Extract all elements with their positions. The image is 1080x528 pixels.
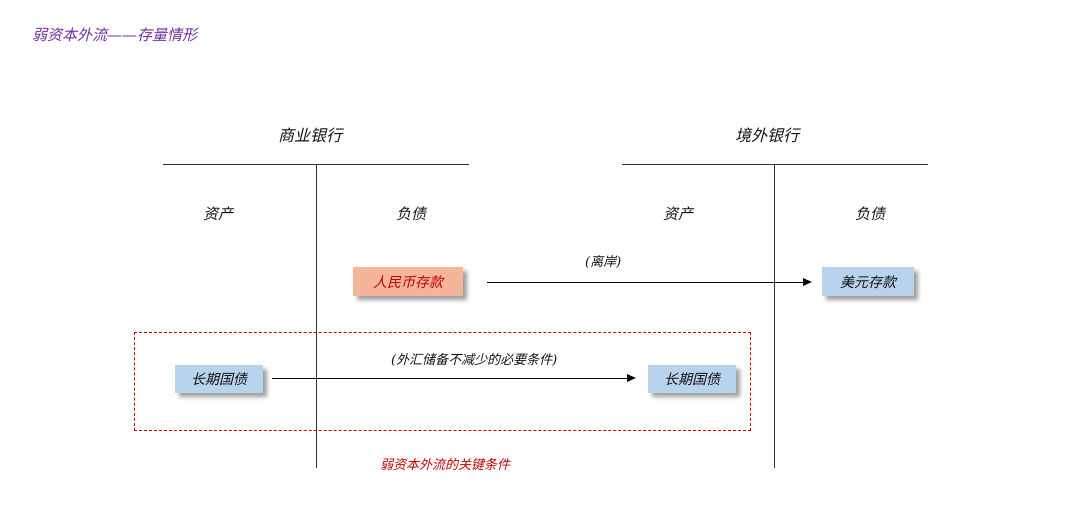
key-condition-label: 弱资本外流的关键条件 [380,458,511,473]
offshore-note: (离岸) [585,255,622,270]
commercial-bank-t-vertical [316,164,317,468]
commercial-bank-bond-box: 长期国债 [175,365,263,393]
offshore-bank-assets-label: 资产 [663,205,694,223]
offshore-bank-bond-box: 长期国债 [648,365,736,393]
commercial-bank-liabilities-label: 负债 [396,205,427,223]
reserve-condition-note: (外汇储备不减少的必要条件) [391,353,558,368]
offshore-bank-title: 境外银行 [735,126,800,145]
bond-arrow-line [272,378,627,379]
page-title: 弱资本外流——存量情形 [32,26,198,44]
offshore-bank-t-vertical [774,164,775,468]
offshore-bank-liabilities-label: 负债 [855,205,886,223]
offshore-bank-t-horizontal [622,164,928,165]
rmb-deposit-box: 人民币存款 [353,267,463,296]
offshore-arrow-head-icon [803,278,812,286]
usd-deposit-box: 美元存款 [822,267,914,296]
offshore-arrow-line [487,282,803,283]
bond-arrow-head-icon [627,374,636,382]
commercial-bank-assets-label: 资产 [203,205,234,223]
commercial-bank-title: 商业银行 [278,126,343,145]
key-condition-dashed-box [134,332,751,431]
